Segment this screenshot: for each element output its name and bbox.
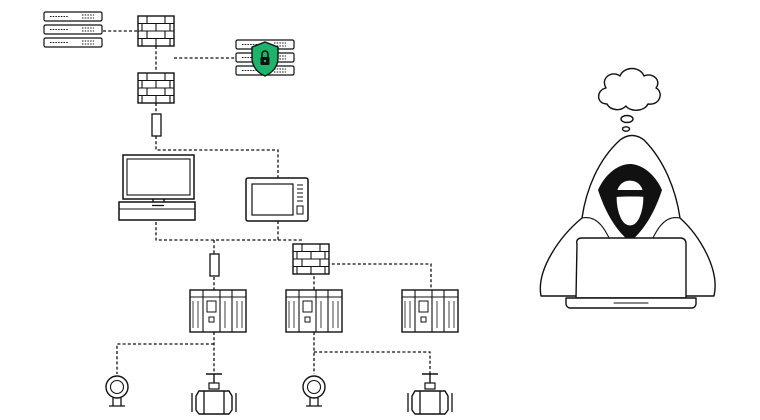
plc-controller-icon: [401, 289, 459, 333]
hmi-panel-icon: [245, 177, 309, 222]
firewall-icon: [292, 243, 330, 275]
control-valve-icon: [191, 373, 237, 415]
firewall-icon: [137, 72, 175, 104]
data-diode-icon: [209, 253, 220, 277]
network-links: [103, 30, 432, 374]
pressure-sensor-icon: [105, 375, 129, 407]
server-rack-icon: [43, 11, 103, 48]
plc-controller-icon: [285, 289, 343, 333]
control-valve-icon: [407, 373, 453, 415]
data-diode-icon: [151, 113, 162, 137]
thought-cloud-icon: [597, 67, 661, 132]
pressure-sensor-icon: [302, 375, 326, 407]
plc-controller-icon: [189, 289, 247, 333]
secure-server-shield-icon: [235, 39, 295, 77]
firewall-icon: [137, 15, 175, 47]
workstation-monitor-icon: [118, 154, 196, 221]
hacker-laptop-icon: [539, 134, 716, 309]
